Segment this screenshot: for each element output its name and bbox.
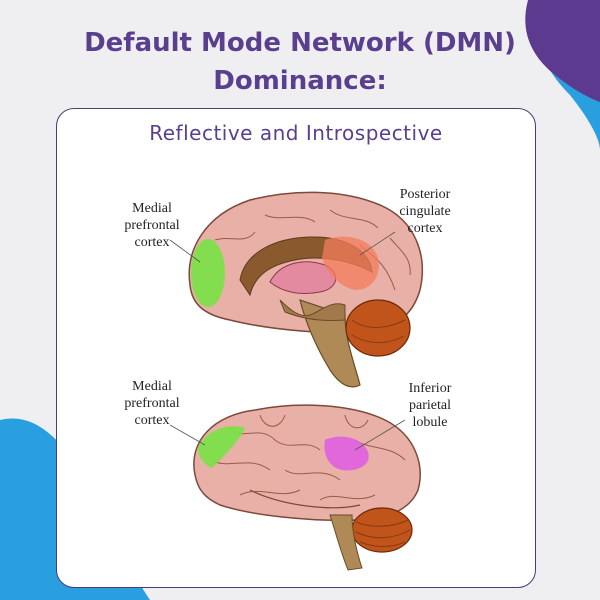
title-line-2: Dominance: — [213, 66, 387, 96]
midbrain — [279, 299, 346, 321]
lateral-cortex — [193, 404, 421, 522]
sagittal-gyri — [214, 209, 411, 291]
brainstem — [299, 299, 361, 388]
leader-mpfc-sagittal — [169, 239, 201, 263]
label-ipl: Inferior parietal lobule — [408, 381, 452, 430]
mpfc-region-lateral — [198, 426, 245, 468]
ipl-region — [324, 436, 369, 471]
sagittal-cerebellum — [345, 299, 411, 357]
leader-mpfc-lateral — [169, 424, 206, 446]
lateral-sulci — [209, 414, 406, 501]
temporal-lobe — [249, 489, 361, 509]
lateral-brainstem — [329, 514, 363, 571]
lateral-cerebellum — [351, 507, 413, 553]
pcc-region — [322, 236, 379, 290]
leader-pcc — [359, 231, 396, 256]
lateral-cerebellum-folds — [355, 519, 411, 547]
page-title: Default Mode Network (DMN) Dominance: — [0, 24, 600, 100]
cerebellum-folds — [351, 319, 406, 344]
purple-blob-top-right — [525, 0, 600, 102]
leader-ipl — [354, 419, 406, 451]
label-mpfc-lateral: Medial prefrontal cortex — [124, 379, 180, 428]
card-subtitle: Reflective and Introspective — [149, 121, 443, 145]
lateral-brain — [169, 404, 421, 571]
label-pcc: Posterior cingulate cortex — [399, 187, 451, 236]
sagittal-brain — [169, 191, 424, 388]
title-line-1: Default Mode Network (DMN) — [84, 28, 516, 58]
mpfc-region-sagittal — [191, 239, 225, 307]
label-mpfc-sagittal: Medial prefrontal cortex — [124, 201, 180, 250]
